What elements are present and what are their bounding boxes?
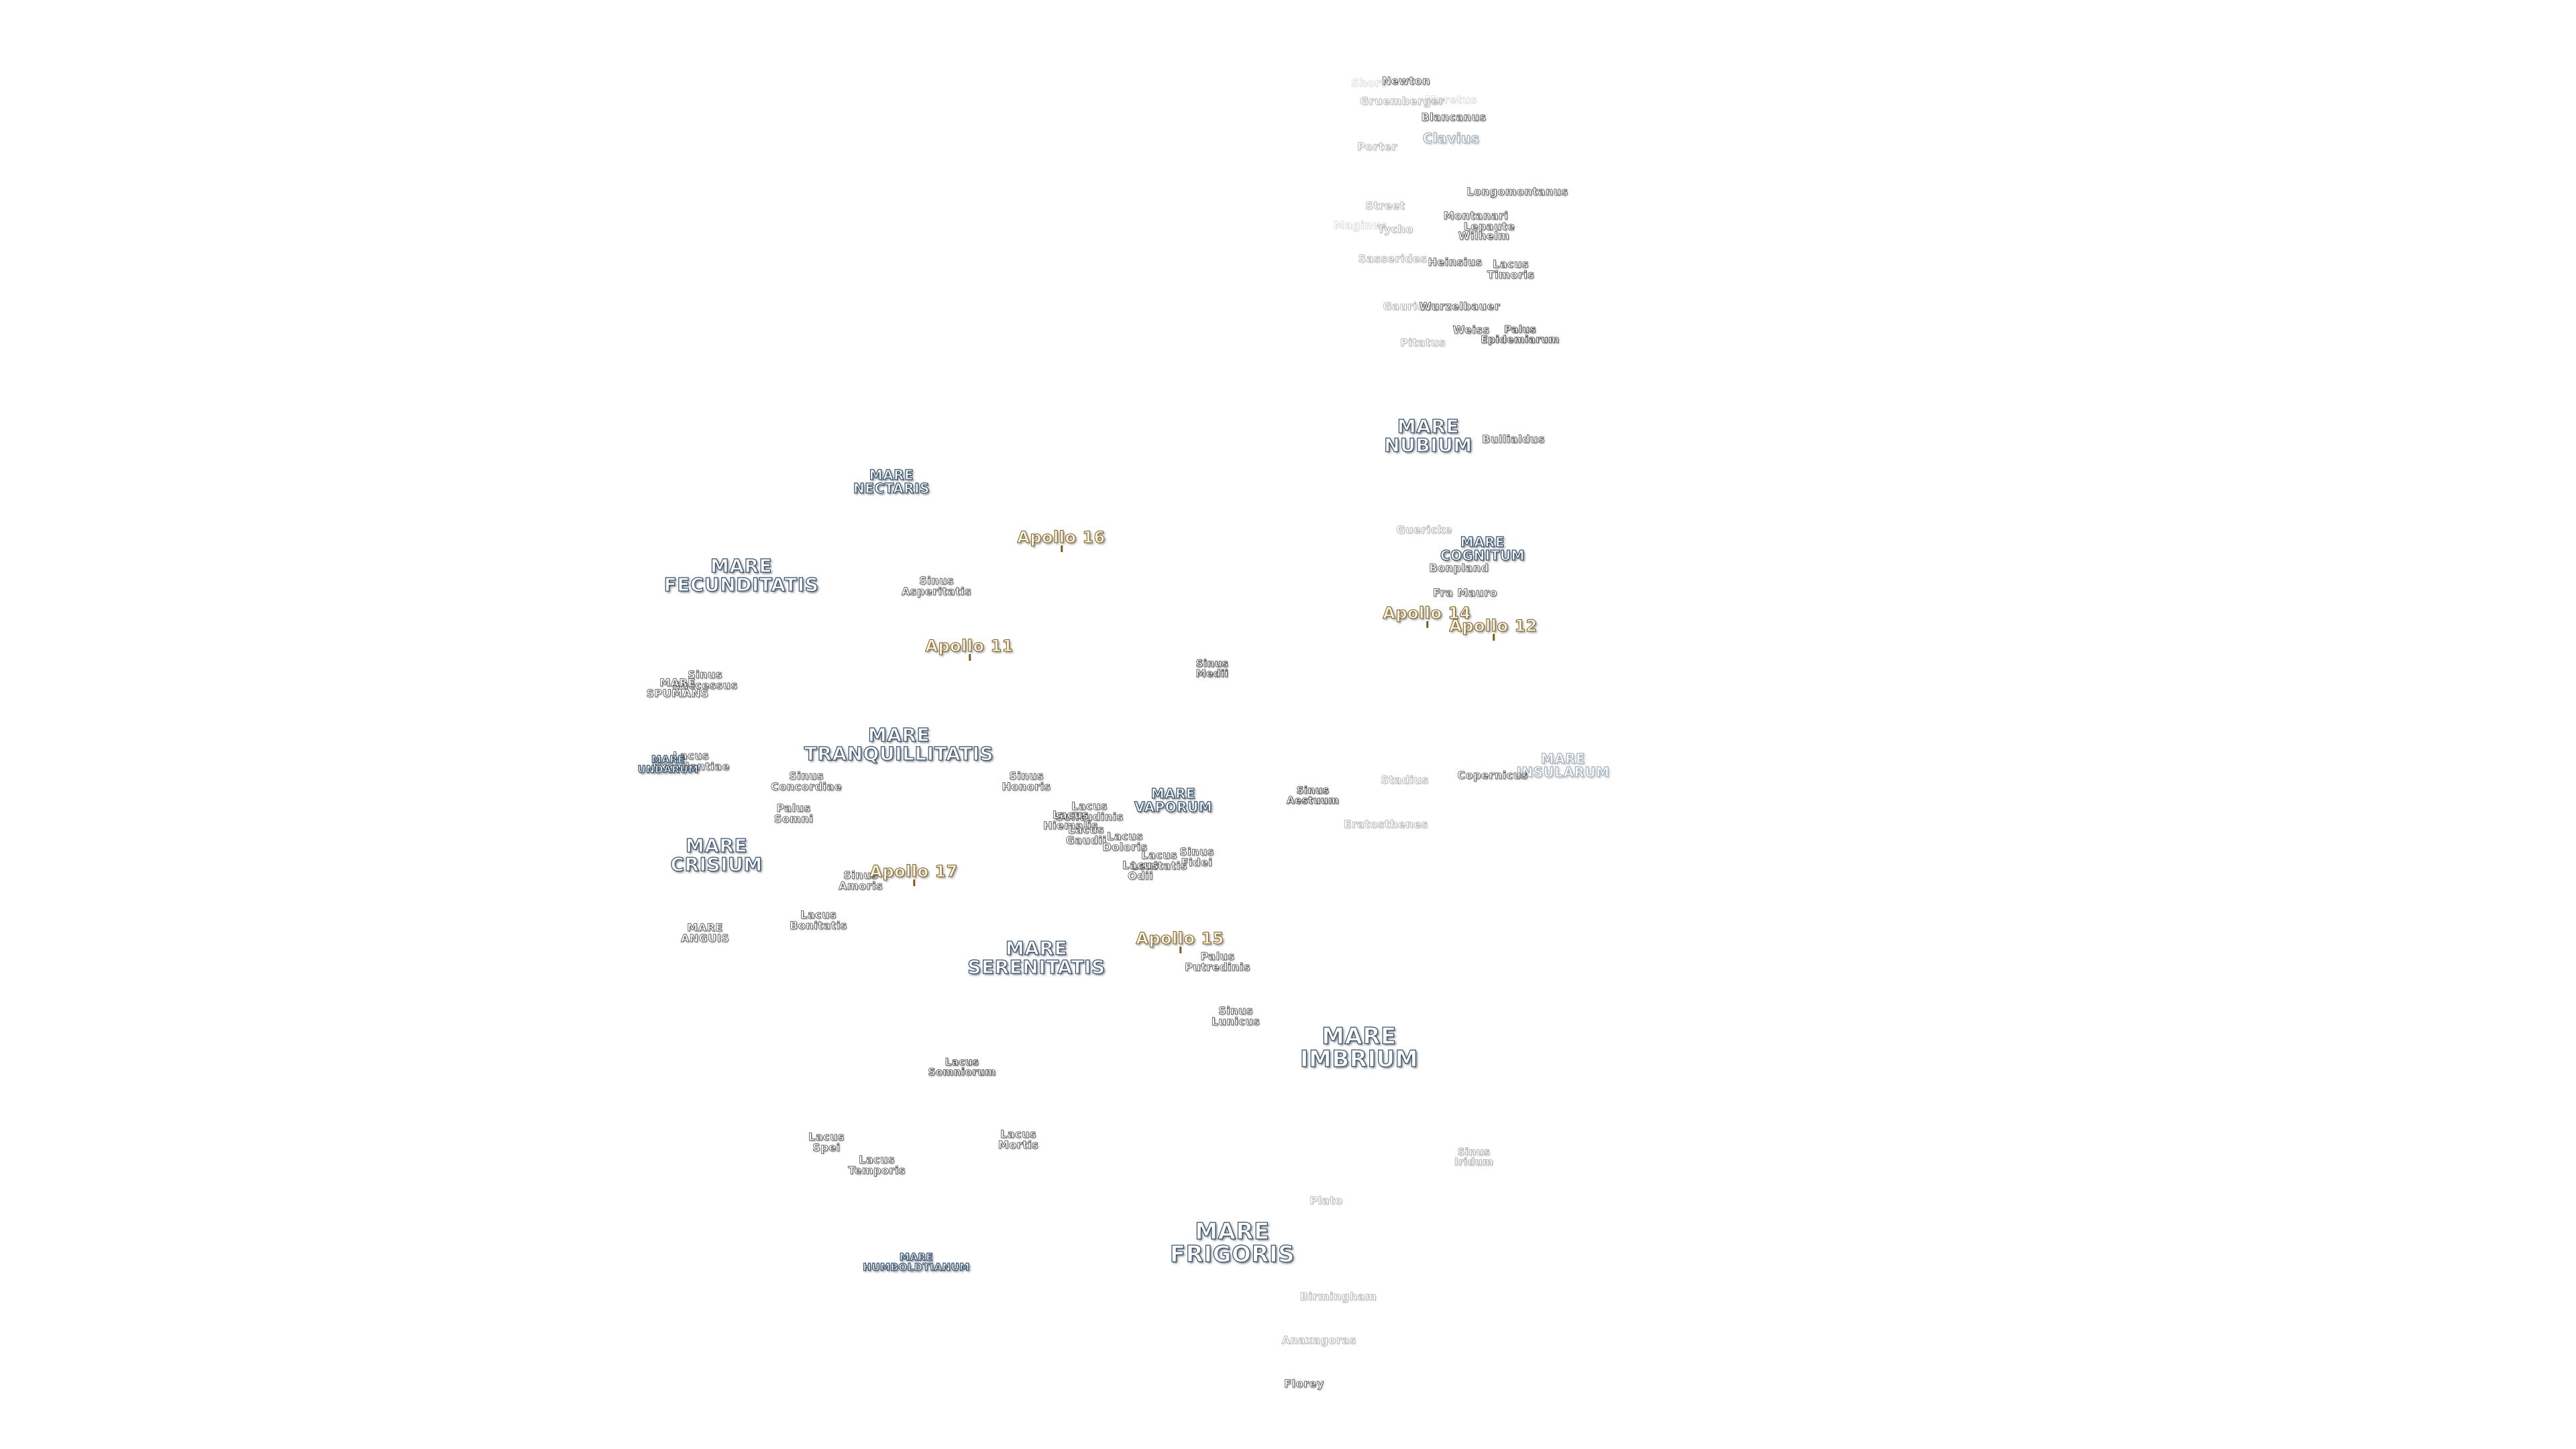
map-label-mare-crisium: MARE CRISIUM <box>670 835 763 875</box>
map-label-clavius: Clavius <box>1422 130 1480 146</box>
map-label-lacus-spei: Lacus Spei <box>808 1130 845 1154</box>
map-label-lacus-bonitatis: Lacus Bonitatis <box>790 908 847 932</box>
map-label-mare-vaporum: MARE VAPORUM <box>1134 786 1213 815</box>
map-label-lacus-hiemalis: Lacus Hiemalis <box>1043 808 1098 832</box>
landing-site-label: Apollo 16 <box>1017 528 1106 547</box>
map-label-short: Short <box>1351 76 1386 89</box>
landing-site-marker-icon <box>913 879 915 886</box>
map-label-lacus-timoris: Lacus Timoris <box>1487 258 1535 281</box>
map-label-mare-nectaris: MARE NECTARIS <box>853 467 930 496</box>
map-label-mare-undarum: MARE UNDARUM <box>637 753 699 775</box>
map-label-lacus-lenitatis: Lacus Lenitatis <box>1131 849 1187 872</box>
map-label-sinus-concordiae: Sinus Concordiae <box>770 769 843 793</box>
map-label-florey: Florey <box>1284 1377 1324 1390</box>
map-label-sinus-asperitatis: Sinus Asperitatis <box>901 574 972 598</box>
map-label-sinus-medii: Sinus Medii <box>1195 657 1229 680</box>
map-label-gruemberger: Gruemberger <box>1360 95 1444 107</box>
map-label-sinus-iridum: Sinus Iridum <box>1454 1146 1494 1168</box>
landing-site-label: Apollo 15 <box>1136 929 1224 948</box>
map-label-mare-spumans: MARE SPUMANS <box>646 676 709 700</box>
map-label-plato: Plato <box>1309 1194 1343 1207</box>
map-label-mare-nubium: MARE NUBIUM <box>1384 415 1472 456</box>
map-label-lacus-doloris: Lacus Doloris <box>1102 830 1148 853</box>
map-label-montanari: Montanari <box>1443 209 1509 222</box>
map-label-wurzelbauer: Wurzelbauer <box>1419 300 1501 313</box>
map-label-mare-frigoris: MARE FRIGORIS <box>1169 1218 1295 1268</box>
landing-site-marker-icon <box>969 654 971 661</box>
map-label-lacus-excellentiae: Lacus Excellentiae <box>652 749 730 773</box>
landing-site-label: Apollo 17 <box>869 862 958 881</box>
map-label-mare-humboldtianum: MARE HUMBOLDTIANUM <box>863 1251 970 1273</box>
map-label-mare-tranquillitatis: MARE TRANQUILLITATIS <box>804 724 994 765</box>
map-label-wilhelm: Wilhelm <box>1458 229 1510 242</box>
map-label-fra-mauro: Fra Mauro <box>1433 586 1497 599</box>
landing-site-apollo-15[interactable]: Apollo 15 <box>1136 929 1224 953</box>
landing-site-apollo-14[interactable]: Apollo 14 <box>1383 604 1471 628</box>
map-label-sasserides: Sasserides <box>1358 252 1428 265</box>
map-label-bullialdus: Bullialdus <box>1482 433 1545 445</box>
map-label-sinus-lunicus: Sinus Lunicus <box>1211 1004 1260 1028</box>
map-label-blancanus: Blancanus <box>1421 111 1487 123</box>
map-label-lepaute: Lepaute <box>1463 220 1515 233</box>
map-label-bonpland: Bonpland <box>1429 561 1489 574</box>
map-label-mare-insularum: MARE INSULARUM <box>1516 751 1610 780</box>
map-label-palus-somni: Palus Somni <box>773 802 814 825</box>
map-label-guericke: Guericke <box>1396 523 1452 536</box>
map-label-weiss: Weiss <box>1452 323 1490 336</box>
map-label-moretus: Moretus <box>1425 93 1477 106</box>
map-label-sinus-amoris: Sinus Amoris <box>839 869 883 892</box>
map-label-longomontanus: Longomontanus <box>1466 185 1568 198</box>
map-label-mare-fecunditatis: MARE FECUNDITATIS <box>663 555 819 596</box>
map-label-maginus: Maginus <box>1334 219 1387 231</box>
landing-site-apollo-16[interactable]: Apollo 16 <box>1017 528 1106 552</box>
landing-site-marker-icon <box>1426 621 1428 628</box>
landing-site-apollo-11[interactable]: Apollo 11 <box>925 637 1014 661</box>
map-label-gauricus: Gauricus <box>1383 300 1439 313</box>
map-label-mare-cognitum: MARE COGNITUM <box>1440 534 1525 564</box>
map-label-tycho: Tycho <box>1377 223 1413 235</box>
map-label-lacus-somniorum: Lacus Somniorum <box>928 1056 996 1078</box>
map-label-street: Street <box>1365 199 1405 212</box>
map-label-eratosthenes: Eratosthenes <box>1344 818 1428 830</box>
landing-site-marker-icon <box>1061 545 1063 552</box>
map-label-palus-putredinis: Palus Putredinis <box>1185 950 1250 973</box>
landing-site-label: Apollo 14 <box>1383 604 1471 623</box>
landing-site-label: Apollo 12 <box>1449 616 1538 635</box>
map-label-anaxagoras: Anaxagoras <box>1281 1334 1356 1346</box>
map-label-sinus-fidei: Sinus Fidei <box>1179 845 1214 869</box>
map-label-porter: Porter <box>1357 140 1397 153</box>
map-label-sinus-honoris: Sinus Honoris <box>1002 769 1051 793</box>
map-label-sinus-successus: Sinus Successus <box>672 668 738 692</box>
map-label-pitatus: Pitatus <box>1400 336 1446 349</box>
map-label-birmingham: Birmingham <box>1299 1290 1377 1303</box>
map-label-mare-serenitatis: MARE SERENITATIS <box>967 937 1106 978</box>
map-label-mare-imbrium: MARE IMBRIUM <box>1299 1023 1419 1073</box>
map-label-lacus-gaudii: Lacus Gaudii <box>1065 823 1107 847</box>
map-label-mare-anguis: MARE ANGUIS <box>680 921 730 945</box>
map-label-sinus-aestuum: Sinus Aestuum <box>1286 784 1340 806</box>
map-label-lacus-odii: Lacus Odii <box>1122 859 1159 882</box>
map-label-lacus-mortis: Lacus Mortis <box>998 1128 1039 1151</box>
landing-site-marker-icon <box>1493 634 1495 641</box>
map-label-palus-epidemiarum: Palus Epidemiarum <box>1481 323 1560 345</box>
map-label-stadius: Stadius <box>1381 773 1429 786</box>
landing-site-apollo-17[interactable]: Apollo 17 <box>869 862 958 886</box>
landing-site-marker-icon <box>1179 947 1181 953</box>
map-label-copernicus: Copernicus <box>1457 769 1528 782</box>
landing-site-label: Apollo 11 <box>925 637 1014 655</box>
landing-site-apollo-12[interactable]: Apollo 12 <box>1449 616 1538 641</box>
map-label-lacus-temporis: Lacus Temporis <box>848 1153 906 1177</box>
map-label-heinsius: Heinsius <box>1428 256 1483 268</box>
map-label-lacus-solitudinis: Lacus Solitudinis <box>1055 800 1124 823</box>
map-label-newton: Newton <box>1381 74 1431 87</box>
